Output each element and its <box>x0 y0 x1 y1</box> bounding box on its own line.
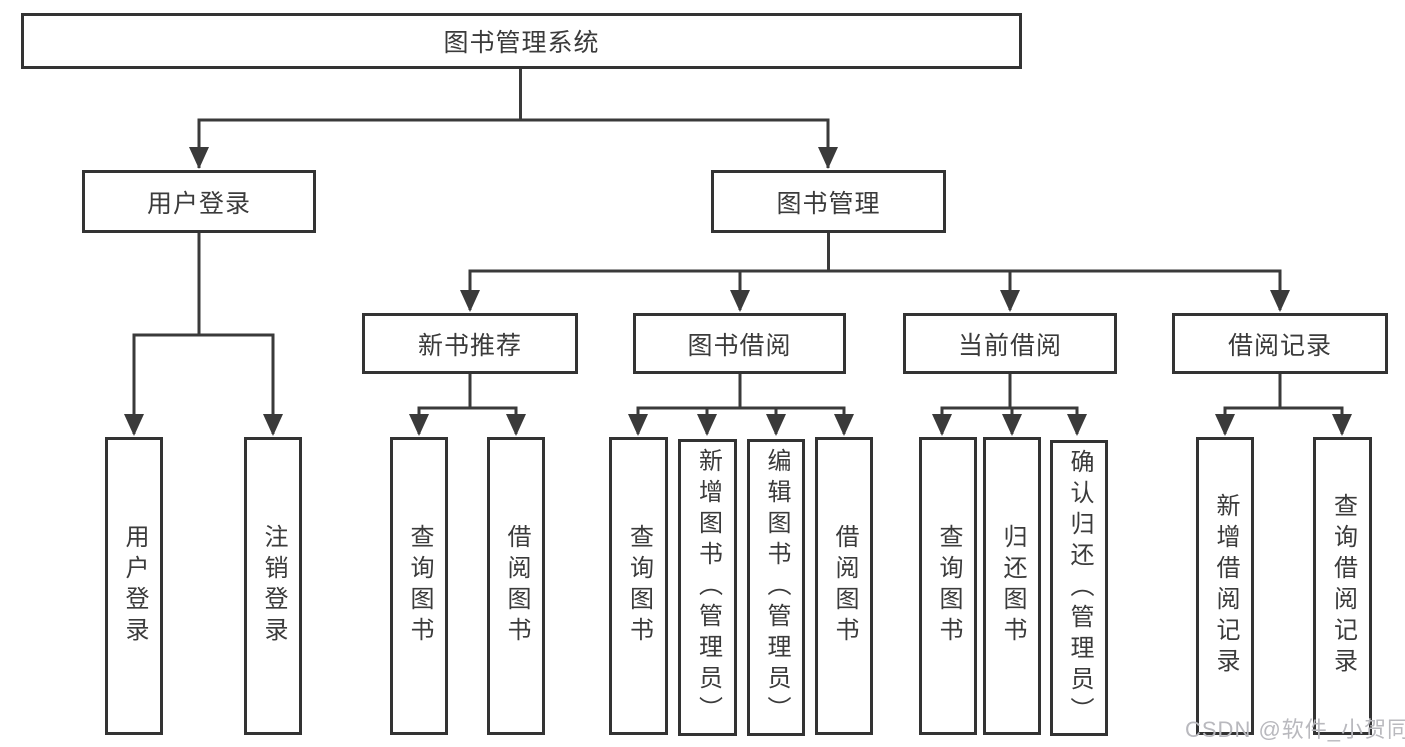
leaf-borrow-books-borrowing: 借阅图书 <box>815 437 873 735</box>
leaf-label: 查询借阅记录 <box>1329 493 1357 679</box>
leaf-edit-book-admin: 编辑图书（管理员） <box>747 439 805 736</box>
node-book-borrowing: 图书借阅 <box>633 313 846 374</box>
leaf-query-books-current: 查询图书 <box>919 437 977 735</box>
leaf-label: 归还图书 <box>999 524 1026 648</box>
leaf-add-borrowing-record: 新增借阅记录 <box>1196 437 1254 735</box>
leaf-label: 借阅图书 <box>503 524 530 648</box>
leaf-return-books: 归还图书 <box>983 437 1041 735</box>
node-new-book-recommendation: 新书推荐 <box>362 313 578 374</box>
node-label: 借阅记录 <box>1227 331 1332 360</box>
leaf-label: 新增借阅记录 <box>1212 493 1239 679</box>
leaf-label: 查询图书 <box>406 524 433 648</box>
leaf-query-borrowing-record: 查询借阅记录 <box>1313 437 1372 735</box>
node-label: 用户登录 <box>146 189 251 218</box>
node-label: 图书管理系统 <box>443 29 600 57</box>
leaf-label: 确认归还（管理员） <box>1066 448 1093 728</box>
leaf-borrow-books-recommend: 借阅图书 <box>487 437 545 735</box>
node-user-login: 用户登录 <box>82 170 316 233</box>
leaf-label: 新增图书（管理员） <box>694 448 722 727</box>
leaf-logout: 注销登录 <box>244 437 302 735</box>
node-label: 图书管理 <box>776 189 881 218</box>
node-borrowing-records: 借阅记录 <box>1172 313 1388 374</box>
leaf-label: 编辑图书（管理员） <box>763 448 790 727</box>
leaf-label: 查询图书 <box>935 524 962 648</box>
leaf-add-book-admin: 新增图书（管理员） <box>678 439 737 736</box>
node-book-management: 图书管理 <box>711 170 946 233</box>
node-current-borrowing: 当前借阅 <box>903 313 1117 374</box>
node-library-management-system: 图书管理系统 <box>21 13 1022 69</box>
node-label: 图书借阅 <box>687 331 792 360</box>
leaf-confirm-return-admin: 确认归还（管理员） <box>1050 440 1108 736</box>
leaf-label: 借阅图书 <box>831 524 858 648</box>
leaf-query-books-borrowing: 查询图书 <box>609 437 668 735</box>
node-label: 新书推荐 <box>417 331 522 360</box>
leaf-label: 注销登录 <box>260 524 287 648</box>
node-label: 当前借阅 <box>957 331 1062 360</box>
watermark: CSDN @软件_小贺同学 <box>1185 717 1405 742</box>
leaf-label: 用户登录 <box>121 524 148 648</box>
leaf-user-login: 用户登录 <box>105 437 163 735</box>
leaf-query-books-recommend: 查询图书 <box>390 437 448 735</box>
leaf-label: 查询图书 <box>625 524 653 648</box>
